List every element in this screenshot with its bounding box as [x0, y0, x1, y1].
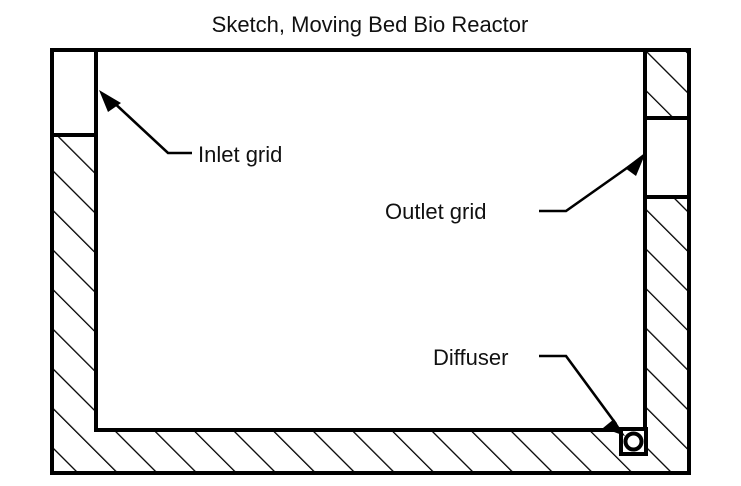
reactor-basin-outline	[94, 50, 647, 432]
wall-hatch-fill	[52, 50, 689, 473]
diffuser-circle-icon	[623, 431, 644, 452]
inlet-grid-leader-line	[109, 98, 192, 155]
tank-outer-outline	[50, 48, 691, 475]
diffuser-symbol	[619, 427, 648, 456]
diffuser-label: Diffuser	[433, 345, 508, 370]
tank-wall-body	[52, 50, 689, 473]
outlet-chamber	[645, 116, 689, 199]
outlet-grid-label: Outlet grid	[385, 199, 487, 224]
diffuser-leader-line	[539, 354, 618, 425]
diffuser-arrow-head	[603, 419, 625, 436]
outlet-grid-leader-line	[539, 161, 635, 213]
inlet-grid-arrow-head	[99, 90, 121, 112]
annotation-inlet-grid: Inlet grid	[99, 90, 282, 167]
annotation-diffuser: Diffuser	[433, 345, 625, 436]
annotation-outlet-grid: Outlet grid	[385, 152, 646, 224]
inlet-grid-label: Inlet grid	[198, 142, 282, 167]
page-title: Sketch, Moving Bed Bio Reactor	[212, 12, 529, 37]
outlet-grid-arrow-head	[625, 152, 646, 176]
